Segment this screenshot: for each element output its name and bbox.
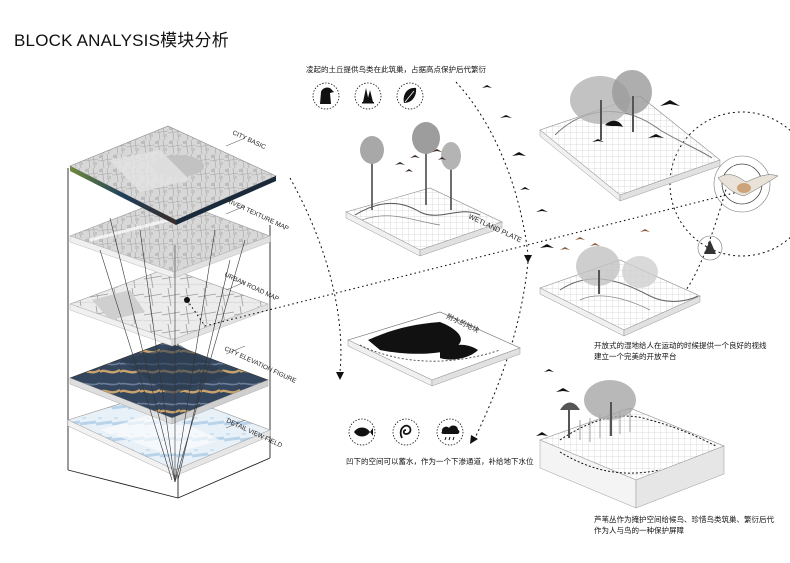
page-title: BLOCK ANALYSIS模块分析 [14,31,229,50]
dotted-connector [186,190,743,327]
caption-mid-right-2: 建立一个完美的开放平台 [594,352,677,361]
trees-icon [354,82,382,110]
caption-bottom-right-2: 作为人与鸟的一种保护屏障 [594,526,684,535]
flying-birds [482,85,554,248]
cloud-rain-icon [436,418,464,446]
icon-row-bottom [348,418,464,446]
leaf-icon [396,82,424,110]
water-drop-icon [392,418,420,446]
layer-river-texture [69,197,271,279]
hatched-plate: 附水的地块 [347,312,521,387]
wetland-plate: WETLAND PLATE [345,122,523,257]
label-city-basic: CITY BASIC [231,129,267,151]
icon-row-top [312,82,424,110]
reed-plate [536,369,725,509]
caption-bottom-center: 凹下的空间可以蓄水，作为一个下渗通道，补给地下水位 [346,457,534,466]
layer-urban-road [69,267,269,347]
fish-icon [348,418,376,446]
open-wetland-plate [539,229,723,337]
layer-city-basic [69,125,277,225]
eagle-icon [312,82,340,110]
arc-arrowheads [336,255,532,444]
anchor-dot [184,297,190,303]
projection-lines [99,217,246,483]
flow-arcs [289,81,731,439]
layer-stack: CITY BASIC RIVER TEXTURE MAP URBAN ROAD … [67,125,298,499]
caption-top: 凌起的土丘提供鸟类在此筑巢，占据高点保护后代繁衍 [306,65,486,74]
caption-bottom-right-1: 芦苇丛作为掩护空间给候鸟、珍惜鸟类筑巢、繁衍后代 [594,515,774,524]
magnifier-circle [669,111,790,257]
hill-plate [539,70,721,202]
layer-city-elevation [69,341,269,425]
caption-mid-right-1: 开放式的湿地给人在运动的时候提供一个良好的视线 [594,341,767,350]
